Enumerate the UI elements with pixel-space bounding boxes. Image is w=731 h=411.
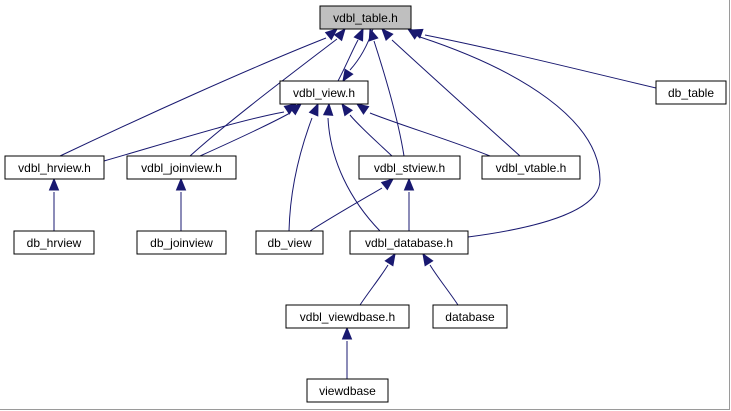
edge-line	[429, 264, 459, 306]
node-vdbl-database[interactable]: vdbl_database.h	[349, 230, 469, 255]
node-db-hrview[interactable]: db_hrview	[13, 230, 95, 255]
edge-line	[309, 187, 383, 232]
edge-line	[59, 37, 327, 157]
arrowhead	[308, 102, 319, 117]
node-vdbl-table[interactable]: vdbl_table.h	[319, 5, 412, 30]
node-label: db_table	[668, 86, 714, 100]
node-vdbl-view[interactable]: vdbl_view.h	[279, 80, 369, 105]
edge-line	[419, 36, 601, 238]
arrowhead	[384, 252, 396, 267]
node-label: db_hrview	[27, 236, 82, 250]
edge-line	[189, 38, 338, 157]
edge-db-hrview-to-vdbl-hrview	[48, 177, 60, 231]
node-label: vdbl_vtable.h	[496, 161, 567, 175]
arrowhead	[381, 28, 394, 42]
edge-viewdbase-to-vdbl-viewdbase	[341, 326, 353, 379]
edge-line	[199, 112, 291, 157]
arrowhead	[403, 177, 415, 191]
node-label: vdbl_viewdbase.h	[300, 310, 395, 324]
node-label: db_view	[267, 236, 311, 250]
edge-vdbl-joinview-to-vdbl-view	[199, 103, 303, 157]
arrowhead	[48, 177, 60, 191]
edge-db-joinview-to-vdbl-joinview	[175, 177, 187, 231]
edge-vdbl-stview-to-vdbl-view	[341, 102, 393, 157]
edge-vdbl-view-to-vdbl-table	[337, 27, 364, 82]
arrowhead	[380, 178, 395, 191]
edge-line	[373, 40, 405, 157]
arrowhead	[353, 27, 364, 42]
edge-db-table-to-vdbl-table	[409, 28, 657, 89]
arrowhead	[422, 252, 434, 267]
node-vdbl-viewdbase[interactable]: vdbl_viewdbase.h	[285, 304, 410, 329]
edge-line	[288, 117, 313, 232]
nodes-layer: vdbl_table.h vdbl_view.h db_table vdbl_h…	[4, 5, 727, 403]
node-vdbl-vtable[interactable]: vdbl_vtable.h	[481, 155, 581, 180]
edge-line	[327, 117, 381, 232]
edge-line	[391, 39, 521, 157]
node-label: database	[445, 310, 495, 324]
node-vdbl-hrview[interactable]: vdbl_hrview.h	[4, 155, 105, 180]
edge-vdbl-joinview-to-vdbl-table	[189, 27, 346, 157]
edge-vdbl-database-to-vdbl-view	[322, 102, 381, 232]
node-vdbl-stview[interactable]: vdbl_stview.h	[358, 155, 461, 180]
edge-vdbl-hrview-to-vdbl-view	[103, 103, 298, 162]
node-viewdbase[interactable]: viewdbase	[306, 378, 389, 403]
edge-vdbl-vtable-to-vdbl-table	[381, 28, 521, 157]
edge-line	[103, 111, 285, 162]
node-label: vdbl_joinview.h	[141, 161, 222, 175]
node-label: vdbl_stview.h	[374, 161, 445, 175]
arrowhead	[333, 27, 346, 42]
node-db-view[interactable]: db_view	[255, 230, 324, 255]
arrowhead	[342, 68, 354, 83]
arrowhead	[355, 103, 370, 115]
node-db-table[interactable]: db_table	[655, 80, 727, 105]
arrowhead	[288, 103, 303, 116]
arrowhead	[406, 28, 421, 40]
edge-vdbl-database-to-vdbl-table	[406, 28, 601, 238]
edges-layer	[48, 27, 657, 379]
edge-db-view-to-vdbl-view	[288, 102, 319, 232]
edge-vdbl-database-to-vdbl-stview	[403, 177, 415, 231]
arrowhead	[368, 27, 379, 42]
edge-database-to-vdbl-database	[422, 252, 459, 306]
edge-vdbl-viewdbase-to-vdbl-database	[359, 252, 396, 306]
arrowhead	[322, 102, 334, 116]
edge-vdbl-vtable-to-vdbl-view	[355, 103, 491, 157]
edge-line	[369, 112, 491, 157]
node-db-joinview[interactable]: db_joinview	[136, 230, 227, 255]
edge-line	[337, 39, 359, 82]
node-label: vdbl_database.h	[365, 236, 453, 250]
edge-line	[359, 264, 389, 306]
arrowhead	[341, 102, 354, 117]
node-label: vdbl_view.h	[293, 86, 355, 100]
edge-vdbl-stview-to-vdbl-table	[368, 27, 405, 157]
edge-db-view-to-vdbl-stview	[309, 178, 395, 232]
node-label: viewdbase	[319, 384, 376, 398]
arrowhead	[324, 28, 339, 41]
node-vdbl-joinview[interactable]: vdbl_joinview.h	[126, 155, 237, 180]
edge-line	[424, 34, 657, 89]
node-label: db_joinview	[150, 236, 213, 250]
node-label: vdbl_hrview.h	[18, 161, 91, 175]
edge-line	[349, 114, 393, 157]
edge-vdbl-hrview-to-vdbl-table	[59, 28, 339, 157]
node-database[interactable]: database	[432, 304, 508, 329]
arrowhead	[175, 177, 187, 191]
arrowhead	[341, 326, 353, 340]
node-label: vdbl_table.h	[333, 11, 398, 25]
